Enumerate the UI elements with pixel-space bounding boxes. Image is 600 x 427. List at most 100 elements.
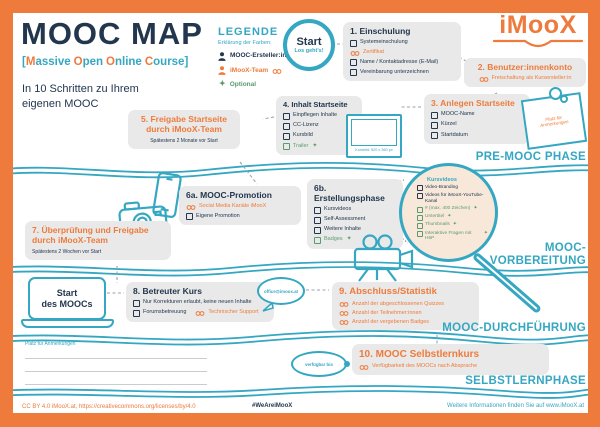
notes-line	[25, 358, 207, 359]
step-2-box: 2. Benutzer:innenkonto Freischaltung als…	[464, 58, 586, 87]
checklist-item: Kursvideos	[314, 206, 396, 214]
poster-border-top	[0, 0, 600, 13]
poster-tagline: In 10 Schritten zu Ihrem eigenen MOOC	[22, 83, 139, 110]
step-6a-title: 6a. MOOC-Promotion	[186, 190, 272, 200]
imoox-glasses-icon	[350, 51, 360, 56]
checkbox-icon	[417, 222, 423, 229]
checkbox-icon	[283, 143, 290, 150]
kursbild-frame-inner	[351, 119, 397, 146]
step-8-title: 8. Betreuter Kurs	[133, 286, 202, 296]
checklist-item-optional: Untertitel✦	[417, 214, 488, 221]
checklist-item: Anzahl der vergebenen Badges	[339, 319, 472, 326]
legend-item-optional: ✦ Optional	[219, 79, 257, 88]
start-badge: Start Los geht's!	[283, 19, 335, 71]
checklist-item: Startdatum	[431, 132, 523, 140]
checklist-item: Kürzel	[431, 121, 523, 129]
step-10-title: 10. MOOC Selbstlernkurs	[359, 349, 480, 360]
checklist-item: Kursbild	[283, 132, 355, 140]
optional-icon: ✦	[219, 79, 226, 88]
step-5-note: Spätestens 2 Monate vor Start	[150, 137, 218, 144]
checklist-item: CC-Lizenz	[283, 122, 355, 130]
checkbox-icon	[417, 193, 423, 200]
poster-border-left	[0, 0, 13, 427]
checkbox-icon	[350, 59, 357, 67]
imoox-glasses-icon	[359, 364, 369, 370]
checkbox-icon	[314, 216, 321, 224]
kursbild-caption: Kursbild: 520 x 360 px	[355, 148, 393, 152]
checkbox-icon	[133, 309, 140, 317]
step-6b-title: 6b. Erstellungsphase	[314, 183, 385, 203]
checklist-item: Video-Branding	[417, 185, 488, 192]
step-2-title: 2. Benutzer:innenkonto	[477, 62, 573, 72]
hashtag-text: #WeAreiMooX	[252, 403, 293, 409]
legend-item-team: iMooX-Team	[218, 66, 304, 76]
pin-icon	[560, 95, 568, 103]
checkbox-icon	[417, 231, 423, 238]
step-7-note: Spätestens 2 Wochen vor Start	[32, 248, 102, 255]
legend-subheading: Erklärung der Farben:	[218, 40, 272, 46]
step-9-box: 9. Abschluss/Statistik Anzahl der abgesc…	[332, 282, 479, 331]
imoox-glasses-icon	[339, 311, 349, 317]
imoox-glasses-icon	[339, 320, 349, 326]
checklist-item-optional: Badges✦	[314, 236, 396, 244]
imoox-glasses-icon	[479, 76, 488, 82]
optional-icon: ✦	[473, 205, 478, 212]
step-6a-box: 6a. MOOC-Promotion Social Media Kanäle i…	[179, 186, 301, 226]
checkbox-icon	[133, 299, 140, 307]
checkbox-icon	[283, 122, 290, 130]
checkbox-icon	[431, 132, 438, 140]
step-6b-box: 6b. Erstellungsphase Kursvideos Self-Ass…	[307, 179, 403, 249]
imoox-glasses-icon	[196, 311, 205, 316]
poster-border-right	[588, 0, 600, 427]
sticky-note-text: Platz für Anmerkungen	[539, 114, 569, 128]
checkbox-icon	[314, 206, 321, 214]
phase-label-durchfuehrung: MOOC-DURCHFÜHRUNG	[442, 322, 586, 334]
checklist-item: MOOC-Name	[431, 111, 523, 119]
step-9-title: 9. Abschluss/Statistik	[339, 286, 437, 297]
imoox-glasses-icon	[272, 68, 282, 74]
checklist-item: Self-Assessment	[314, 216, 396, 224]
checklist-item: Anzahl der Teilnehmer:innen	[339, 310, 472, 317]
checkbox-icon	[350, 69, 357, 77]
step-4-title: 4. Inhalt Startseite	[283, 100, 348, 109]
phase-label-selbstlern: SELBSTLERNPHASE	[465, 375, 586, 387]
optional-icon: ✦	[483, 229, 488, 236]
step-10-box: 10. MOOC Selbstlernkurs Verfügbarkeit de…	[352, 344, 549, 375]
notes-area-label: Platz für Anmerkungen	[25, 341, 76, 347]
checklist-item: Verfügbarkeit des MOOCs nach Absprache	[359, 363, 542, 370]
legend-item-creator: MOOC-Ersteller:in	[218, 51, 304, 61]
speech-bubble-email: office@imoox.at	[257, 277, 305, 305]
optional-icon: ✦	[452, 221, 457, 228]
checklist-item: Systemeinschulung	[350, 39, 454, 47]
step-1-title: 1. Einschulung	[350, 26, 411, 36]
checklist-item: Eigene Promotion	[186, 213, 294, 221]
checkbox-icon	[350, 39, 357, 47]
optional-icon: ✦	[312, 142, 318, 149]
laptop-base-icon	[21, 319, 114, 328]
phase-label-vorbereitung: MOOC- VORBEREITUNG	[489, 242, 586, 267]
poster-border-bottom	[0, 413, 600, 427]
checklist-item-optional: # (max. 400 Zeichen)✦	[417, 206, 488, 213]
checklist-item: Nur Korrekturen erlaubt, keine neuen Inh…	[133, 299, 267, 307]
checklist-item: Social Media Kanäle iMooX	[186, 203, 294, 210]
legend-heading: LEGENDE	[218, 26, 279, 38]
checklist-item: Anzahl der abgeschlossenen Quizzes	[339, 301, 472, 308]
step-8-box: 8. Betreuter Kurs Nur Korrekturen erlaub…	[126, 282, 274, 322]
checklist-item-optional: Thumbnails✦	[417, 222, 488, 229]
checklist-item: Technischer Support	[195, 309, 259, 317]
optional-icon: ✦	[346, 236, 352, 243]
imoox-glasses-icon	[186, 204, 196, 210]
checkbox-icon	[431, 121, 438, 129]
sticky-note: Platz für Anmerkungen	[520, 92, 588, 150]
checklist-item: Forumsbetreuung	[133, 309, 186, 317]
checkbox-icon	[417, 185, 423, 192]
person-icon	[218, 66, 226, 75]
person-icon	[218, 51, 226, 61]
checklist-item: Vereinbarung unterzeichnen	[350, 69, 454, 77]
checkbox-icon	[431, 111, 438, 119]
poster-title: MOOC MAP	[21, 16, 203, 51]
